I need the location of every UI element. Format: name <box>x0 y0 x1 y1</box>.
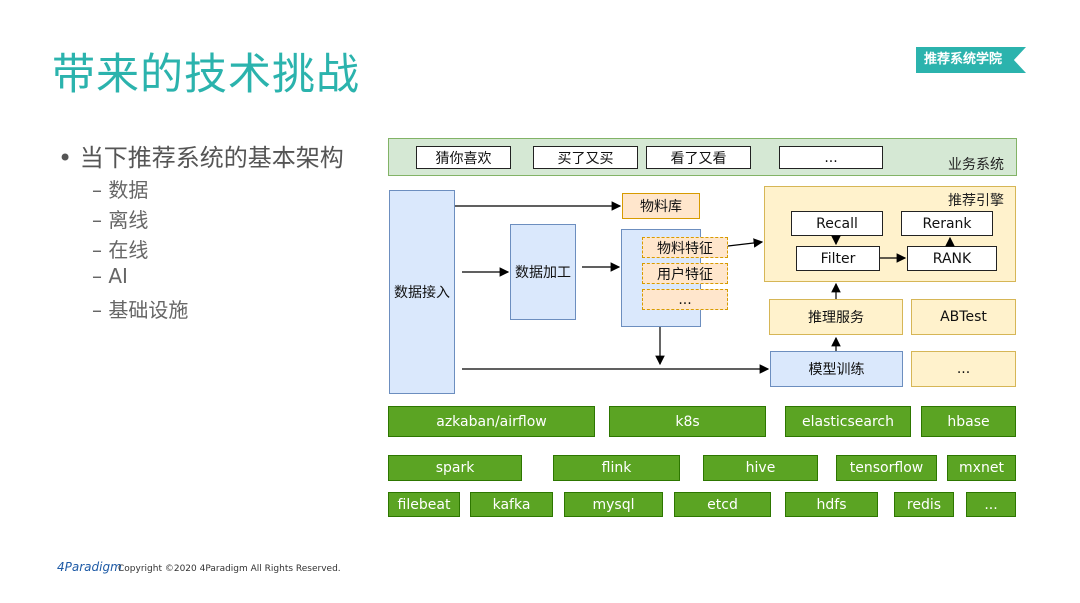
infra-tensorflow: tensorflow <box>836 455 937 481</box>
data-ingest-box: 数据接入 <box>389 190 455 394</box>
slide-title: 带来的技术挑战 <box>52 50 360 100</box>
infra-elasticsearch: elasticsearch <box>785 406 911 437</box>
infra-hbase: hbase <box>921 406 1016 437</box>
bullet-sub-infra: – 基础设施 <box>92 298 189 322</box>
misc-box: ... <box>911 351 1016 387</box>
bullet-main: • 当下推荐系统的基本架构 <box>58 144 344 172</box>
feature-user: 用户特征 <box>642 263 728 284</box>
inference-service-box: 推理服务 <box>769 299 903 335</box>
biz-viewed-again: 看了又看 <box>646 146 751 169</box>
infra-spark: spark <box>388 455 522 481</box>
material-lib-box: 物料库 <box>622 193 700 219</box>
infra-mxnet: mxnet <box>947 455 1016 481</box>
recommend-engine-label: 推荐引擎 <box>948 193 1004 209</box>
biz-more: ... <box>779 146 883 169</box>
company-logo: 4Paradigm <box>57 560 122 574</box>
bullet-sub-online: – 在线 <box>92 238 149 262</box>
abtest-box: ABTest <box>911 299 1016 335</box>
infra-k8s: k8s <box>609 406 766 437</box>
infra-more: ... <box>966 492 1016 517</box>
engine-rank: RANK <box>907 246 997 271</box>
biz-bought-again: 买了又买 <box>533 146 638 169</box>
model-training-box: 模型训练 <box>770 351 903 387</box>
infra-etcd: etcd <box>674 492 771 517</box>
feature-more: ... <box>642 289 728 310</box>
infra-redis: redis <box>894 492 954 517</box>
copyright-text: Copyright ©2020 4Paradigm All Rights Res… <box>118 564 341 574</box>
infra-hive: hive <box>703 455 818 481</box>
engine-filter: Filter <box>796 246 880 271</box>
biz-guess-you-like: 猜你喜欢 <box>416 146 511 169</box>
engine-recall: Recall <box>791 211 883 236</box>
infra-azkaban-airflow: azkaban/airflow <box>388 406 595 437</box>
infra-mysql: mysql <box>564 492 663 517</box>
bullet-sub-data: – 数据 <box>92 178 149 202</box>
engine-rerank: Rerank <box>901 211 993 236</box>
feature-material: 物料特征 <box>642 237 728 258</box>
brand-badge: 推荐系统学院 <box>916 47 1026 73</box>
infra-hdfs: hdfs <box>785 492 878 517</box>
data-process-box: 数据加工 <box>510 224 576 320</box>
bullet-sub-ai: – AI <box>92 264 128 288</box>
bullet-sub-offline: – 离线 <box>92 208 149 232</box>
infra-kafka: kafka <box>470 492 553 517</box>
business-system-label: 业务系统 <box>948 157 1004 173</box>
infra-filebeat: filebeat <box>388 492 460 517</box>
infra-flink: flink <box>553 455 680 481</box>
